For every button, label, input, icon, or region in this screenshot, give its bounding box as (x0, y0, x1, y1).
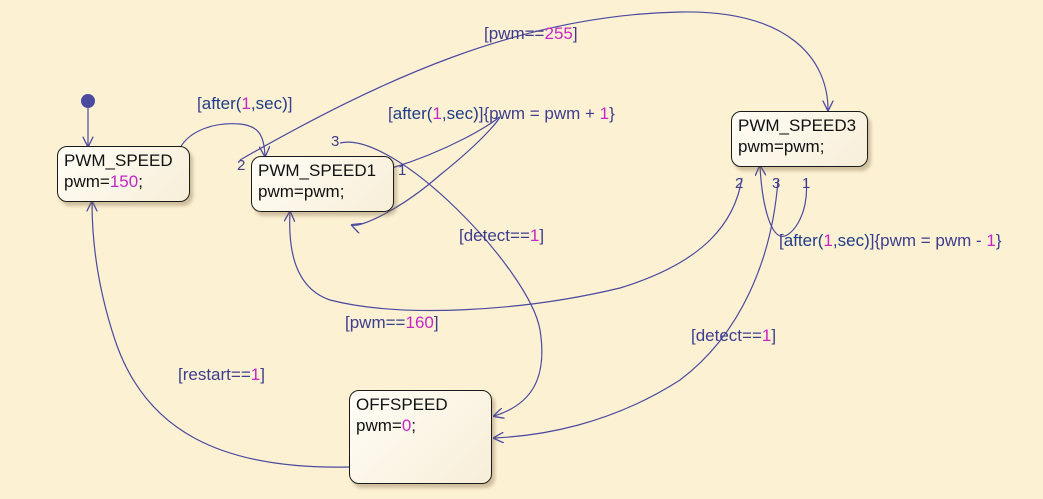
action-number: 150 (109, 172, 139, 191)
label-text: ] (260, 365, 265, 384)
label-text: ] (771, 326, 777, 345)
priority-speed1-right: 1 (398, 162, 407, 179)
transition-speed1-to-offspeed[interactable] (339, 141, 543, 416)
state-name: PWM_SPEED (64, 151, 173, 170)
label-text: ] (539, 226, 545, 245)
action-text: pwm= (64, 172, 110, 191)
label-text: ] (433, 313, 439, 332)
label-text: ] (287, 94, 293, 113)
label-function: after( (783, 231, 824, 250)
label-restart-eq-1[interactable]: [restart==1] (178, 365, 265, 385)
label-detect-eq-1-a[interactable]: [detect==1] (459, 226, 544, 246)
state-pwm-speed[interactable]: PWM_SPEED pwm=150; (57, 146, 190, 202)
label-after-decrement[interactable]: [after(1,sec)]{pwm = pwm - 1} (779, 231, 1002, 251)
priority-speed3-a: 2 (735, 175, 744, 192)
state-entry-action: pwm=150; (64, 171, 183, 192)
label-function: ,sec) (441, 104, 479, 123)
action-text: ; (138, 172, 143, 191)
label-text: [pwm== (484, 24, 545, 43)
label-number: 1 (823, 231, 833, 250)
action-number: 0 (401, 416, 412, 435)
label-function: after( (392, 104, 433, 123)
label-text: [ (779, 231, 784, 250)
label-text: [detect== (691, 326, 762, 345)
label-text: [ (197, 94, 202, 113)
label-number: 1 (986, 231, 996, 250)
self-loop-speed1[interactable] (352, 116, 501, 225)
label-text: ]{pwm = pwm + (478, 104, 600, 123)
state-name: PWM_SPEED3 (738, 116, 857, 135)
action-text: ; (411, 416, 417, 435)
label-number: 255 (544, 24, 573, 43)
label-number: 1 (761, 326, 772, 345)
label-after-1-sec[interactable]: [after(1,sec)] (197, 94, 292, 114)
state-pwm-speed3[interactable]: PWM_SPEED3 pwm=pwm; (731, 111, 868, 167)
transition-speed3-to-speed1[interactable] (290, 177, 743, 312)
transition-speed3-to-offspeed[interactable] (494, 179, 779, 438)
state-name: OFFSPEED (356, 395, 448, 414)
default-transition-dot[interactable] (81, 94, 95, 108)
label-number: 1 (599, 104, 610, 123)
self-loop-speed3[interactable] (760, 166, 808, 237)
label-after-increment[interactable]: [after(1,sec)]{pwm = pwm + 1} (388, 104, 615, 124)
label-text: ]{pwm = pwm - (869, 231, 987, 250)
label-pwm-eq-160[interactable]: [pwm==160] (345, 313, 439, 333)
priority-speed3-b: 3 (772, 175, 781, 192)
action-text: pwm= (356, 416, 402, 435)
state-entry-action: pwm=0; (356, 415, 485, 436)
label-text: [restart== (178, 365, 251, 384)
state-entry-action: pwm=pwm; (258, 182, 345, 201)
label-text: ] (572, 24, 578, 43)
transition-offspeed-to-speed[interactable] (92, 202, 351, 468)
label-text: [pwm== (345, 313, 406, 332)
state-offspeed[interactable]: OFFSPEED pwm=0; (349, 390, 492, 484)
priority-speed1-top: 3 (331, 133, 340, 150)
label-number: 1 (529, 226, 540, 245)
label-number: 1 (241, 94, 251, 113)
label-function: ,sec) (250, 94, 288, 113)
transition-speed1-to-speed3[interactable] (239, 11, 828, 161)
label-function: ,sec) (832, 231, 870, 250)
state-name: PWM_SPEED1 (258, 161, 377, 180)
label-text: [detect== (459, 226, 530, 245)
priority-speed1-left: 2 (237, 157, 246, 174)
label-text: [ (388, 104, 393, 123)
state-entry-action: pwm=pwm; (738, 137, 825, 156)
label-text: } (609, 104, 615, 123)
label-function: after( (201, 94, 242, 113)
label-number: 160 (405, 313, 434, 332)
label-text: } (995, 231, 1002, 250)
state-pwm-speed1[interactable]: PWM_SPEED1 pwm=pwm; (251, 156, 394, 212)
label-detect-eq-1-b[interactable]: [detect==1] (691, 326, 776, 346)
label-pwm-eq-255[interactable]: [pwm==255] (484, 24, 578, 44)
transition-speed-to-speed1[interactable] (179, 123, 265, 156)
priority-speed3-c: 1 (802, 175, 811, 192)
label-number: 1 (432, 104, 442, 123)
label-number: 1 (250, 365, 261, 384)
